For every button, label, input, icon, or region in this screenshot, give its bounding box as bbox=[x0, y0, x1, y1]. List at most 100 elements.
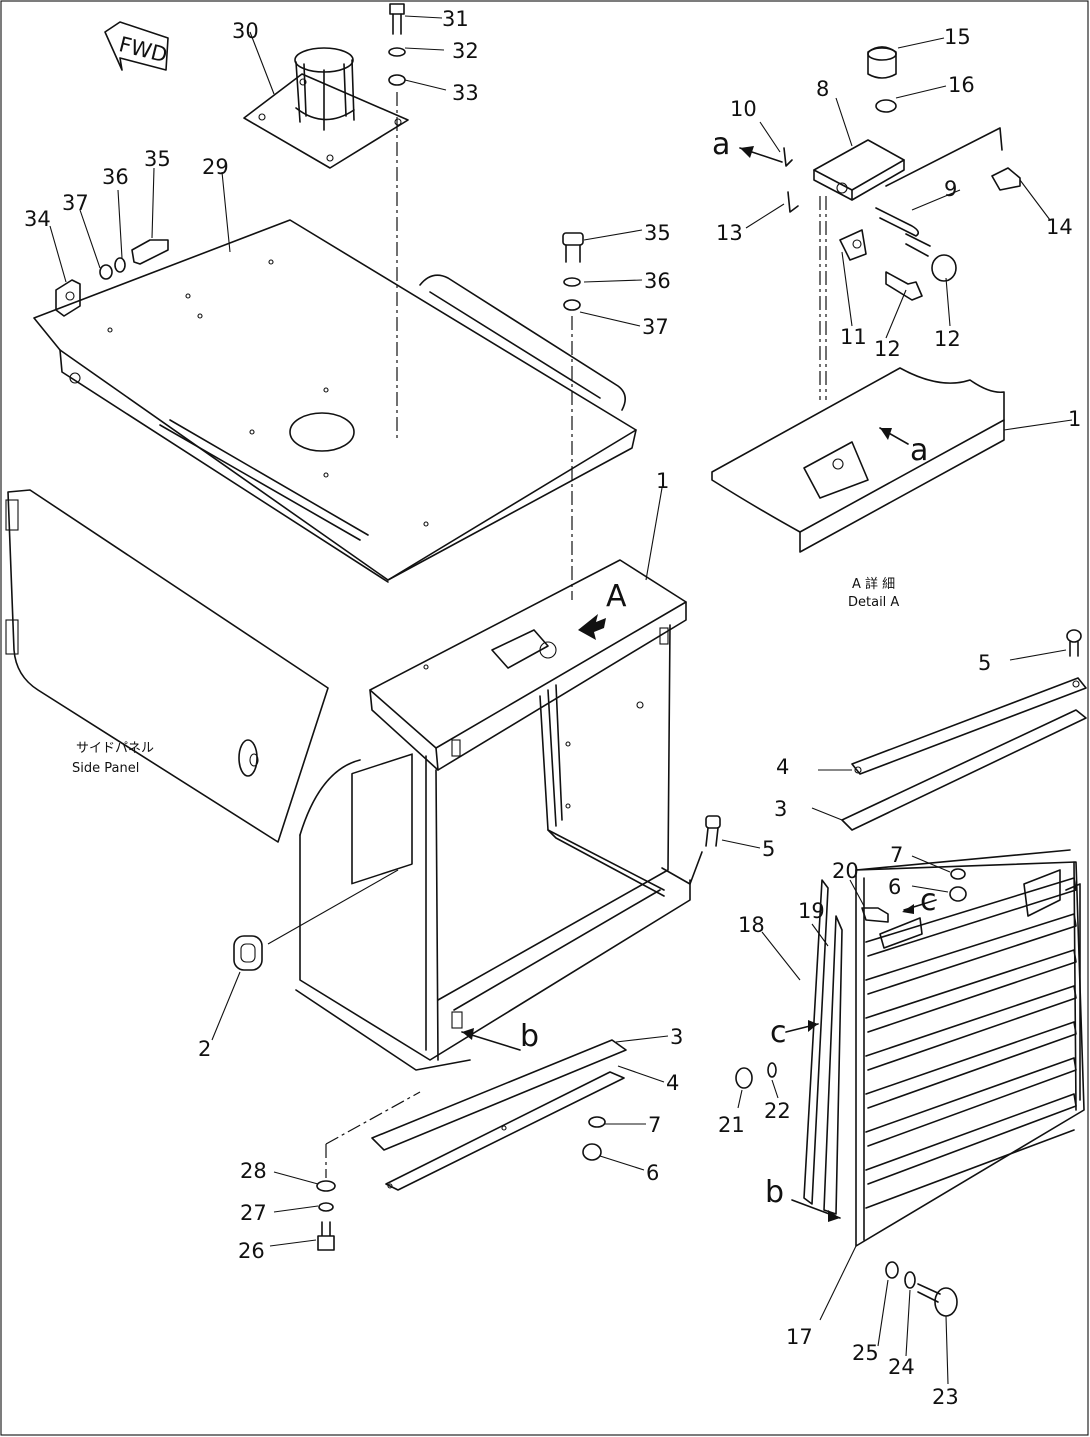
washer-28 bbox=[316, 1180, 336, 1192]
washer-32 bbox=[388, 47, 406, 57]
nut-21 bbox=[735, 1067, 753, 1089]
callout-30: 30 bbox=[232, 19, 259, 43]
washer-37a bbox=[99, 264, 113, 280]
callout-5a: 5 bbox=[762, 837, 775, 861]
bolt-35b bbox=[562, 232, 584, 263]
svg-text:サイドパネル: サイドパネル bbox=[76, 741, 154, 756]
detail-A: a a A 詳 細 Detail A bbox=[711, 46, 1021, 610]
washer-16 bbox=[875, 99, 897, 113]
callout-20: 20 bbox=[832, 859, 859, 883]
grommet-2 bbox=[233, 935, 263, 971]
centerline-14 bbox=[885, 127, 1003, 187]
lockwasher-36b bbox=[563, 277, 581, 287]
callout-11: 11 bbox=[840, 325, 867, 349]
svg-text:Detail A: Detail A bbox=[848, 595, 899, 610]
callout-16: 16 bbox=[948, 73, 975, 97]
svg-text:c: c bbox=[770, 1015, 787, 1050]
part-10 bbox=[783, 147, 793, 167]
callout-7b: 7 bbox=[890, 843, 903, 867]
lockwasher-36a bbox=[114, 257, 126, 273]
side-panel: サイドパネル Side Panel bbox=[5, 489, 329, 843]
callout-36a: 36 bbox=[102, 165, 129, 189]
callout-12a: 12 bbox=[874, 337, 901, 361]
svg-text:FWD: FWD bbox=[116, 32, 169, 67]
svg-text:Side Panel: Side Panel bbox=[72, 761, 139, 776]
washer-22 bbox=[767, 1062, 777, 1078]
nut-6b bbox=[949, 886, 967, 902]
callout-34: 34 bbox=[24, 207, 51, 231]
callout-18: 18 bbox=[738, 913, 765, 937]
nut-7a bbox=[588, 1116, 606, 1128]
callout-12b: 12 bbox=[934, 327, 961, 351]
leader-lines bbox=[49, 15, 1073, 1385]
fwd-arrow-marker: FWD bbox=[104, 21, 170, 71]
centerline-26 bbox=[325, 1091, 421, 1145]
callout-3a: 3 bbox=[670, 1025, 683, 1049]
callout-1b: 1 bbox=[1068, 407, 1081, 431]
view-arrow-A: A bbox=[578, 579, 627, 640]
callout-32: 32 bbox=[452, 39, 479, 63]
callout-6b: 6 bbox=[888, 875, 901, 899]
bolt-5a bbox=[705, 815, 721, 847]
bolt-35a bbox=[131, 239, 169, 265]
svg-text:c: c bbox=[920, 883, 937, 918]
seal-19 bbox=[823, 915, 843, 1215]
grille-17 bbox=[855, 849, 1085, 1247]
callout-4a: 4 bbox=[666, 1071, 679, 1095]
callout-35b: 35 bbox=[644, 221, 671, 245]
callout-29: 29 bbox=[202, 155, 229, 179]
lockwasher-27 bbox=[318, 1202, 334, 1212]
callout-31: 31 bbox=[442, 7, 469, 31]
callout-9: 9 bbox=[944, 177, 957, 201]
bolt-5b bbox=[1066, 629, 1082, 657]
svg-text:b: b bbox=[520, 1019, 539, 1054]
svg-text:a: a bbox=[910, 433, 928, 468]
callout-5b: 5 bbox=[978, 651, 991, 675]
centerline-detail bbox=[819, 196, 827, 400]
latch-plate-8 bbox=[813, 139, 905, 201]
strip-3-lower bbox=[371, 1039, 627, 1151]
bolt-20 bbox=[861, 907, 889, 923]
callout-2: 2 bbox=[198, 1037, 211, 1061]
view-arrow-b1: b bbox=[461, 1019, 539, 1054]
bolt-23 bbox=[917, 1283, 958, 1317]
washer-33 bbox=[388, 74, 406, 86]
callout-36b: 36 bbox=[644, 269, 671, 293]
bracket-34 bbox=[55, 279, 81, 317]
callout-13: 13 bbox=[716, 221, 743, 245]
svg-text:A: A bbox=[606, 579, 627, 614]
strip-4-lower bbox=[385, 1071, 625, 1191]
pin-9 bbox=[875, 207, 920, 237]
callout-19: 19 bbox=[798, 899, 825, 923]
view-arrow-c2: c bbox=[770, 1015, 819, 1050]
knob-15 bbox=[867, 46, 897, 79]
base-plate-30 bbox=[243, 47, 409, 169]
callout-17: 17 bbox=[786, 1325, 813, 1349]
callout-1: 1 bbox=[656, 469, 669, 493]
callout-22: 22 bbox=[764, 1099, 791, 1123]
view-arrow-b2: b bbox=[765, 1175, 841, 1222]
callout-35a: 35 bbox=[144, 147, 171, 171]
view-arrow-a2: a bbox=[879, 427, 928, 468]
callout-33: 33 bbox=[452, 81, 479, 105]
callout-labels: 31 32 33 30 29 34 37 36 35 35 36 37 1 2 … bbox=[24, 7, 1081, 1409]
callout-27: 27 bbox=[240, 1201, 267, 1225]
callout-15: 15 bbox=[944, 25, 971, 49]
callout-26: 26 bbox=[238, 1239, 265, 1263]
cover-section-1 bbox=[711, 367, 1005, 553]
washer-37b bbox=[563, 299, 581, 311]
svg-text:a: a bbox=[712, 127, 730, 162]
callout-6a: 6 bbox=[646, 1161, 659, 1185]
bolt-12b bbox=[905, 233, 957, 282]
top-cover-29 bbox=[33, 219, 637, 583]
nut-6a bbox=[582, 1143, 602, 1161]
callout-7a: 7 bbox=[648, 1113, 661, 1137]
callout-8: 8 bbox=[816, 77, 829, 101]
seal-18 bbox=[803, 879, 829, 1205]
lockwasher-24 bbox=[904, 1271, 916, 1289]
svg-text:A 詳 細: A 詳 細 bbox=[852, 576, 895, 592]
bolt-26 bbox=[317, 1221, 335, 1251]
callout-21: 21 bbox=[718, 1113, 745, 1137]
